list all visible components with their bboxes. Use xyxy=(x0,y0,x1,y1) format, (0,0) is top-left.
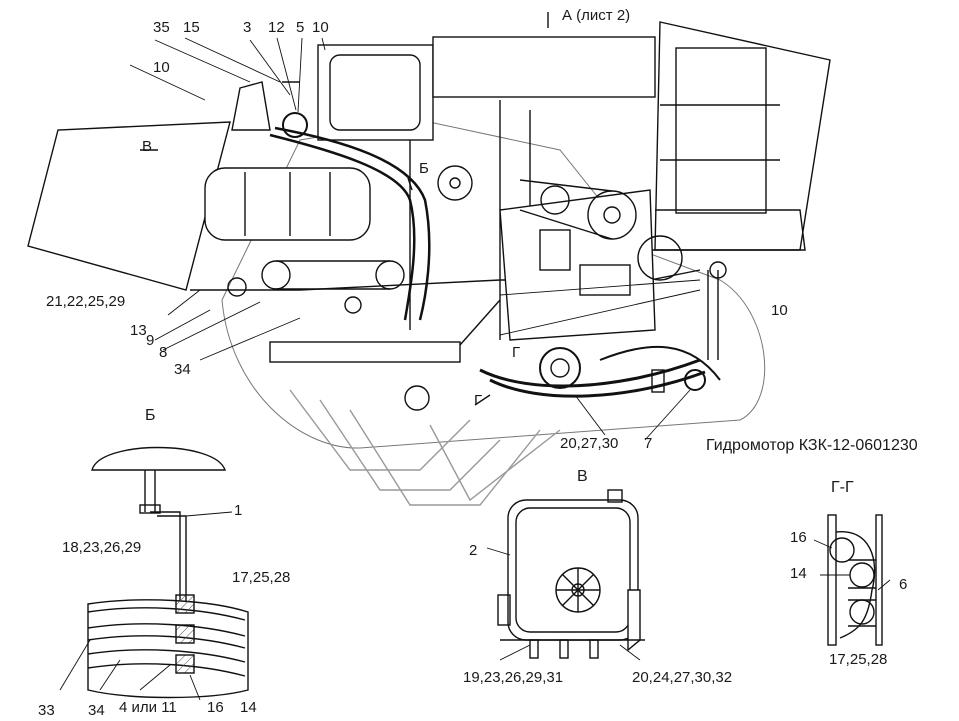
hose-3 xyxy=(479,358,701,388)
callout-16-gg: 16 xyxy=(790,529,807,546)
callout-21-22-25-29: 21,22,25,29 xyxy=(46,293,126,310)
pulley-9 xyxy=(344,296,362,314)
radiator xyxy=(317,44,434,141)
main-view-drawing xyxy=(27,12,831,506)
hose-2 xyxy=(274,126,431,321)
callout-10-top-right: 10 xyxy=(312,19,329,36)
callout-19-23-26-29-31: 19,23,26,29,31 xyxy=(463,669,564,686)
hose-1 xyxy=(269,133,416,321)
detail-b-drawing xyxy=(59,446,249,701)
callout-10-right: 10 xyxy=(771,302,788,319)
callout-14-gg: 14 xyxy=(790,565,807,582)
ghost-arrow-2 xyxy=(319,399,501,491)
pulley-7 xyxy=(637,235,683,281)
lower-frame xyxy=(269,341,461,363)
detail-b-title: Б xyxy=(145,407,156,424)
callout-12: 12 xyxy=(268,19,285,36)
detail-gg-drawing xyxy=(813,514,891,646)
callout-17-25-28-b: 17,25,28 xyxy=(232,569,291,586)
pulley-1 xyxy=(437,165,473,201)
fuel-tank xyxy=(204,167,371,241)
callout-17-25-28-gg: 17,25,28 xyxy=(829,651,888,668)
callout-6: 6 xyxy=(899,576,908,593)
pulley-3 xyxy=(540,185,570,215)
section-g-marker-1: Г xyxy=(512,344,521,361)
cabin xyxy=(654,21,831,251)
callout-14-b: 14 xyxy=(240,699,257,716)
upper-housing xyxy=(432,36,656,98)
callout-8: 8 xyxy=(159,344,168,361)
hydromotor-part xyxy=(684,369,706,391)
callout-10-left: 10 xyxy=(153,59,170,76)
pulley-6 xyxy=(227,277,247,297)
ref-sheet-label: А (лист 2) xyxy=(562,7,631,24)
callout-3: 3 xyxy=(243,19,252,36)
view-v-marker: В xyxy=(142,138,153,155)
callout-18-23-26-29: 18,23,26,29 xyxy=(62,539,142,556)
pump xyxy=(282,112,308,138)
callout-33: 33 xyxy=(38,702,55,719)
ghost-arrow-3 xyxy=(349,409,541,506)
pulley-8 xyxy=(404,385,430,411)
callout-1: 1 xyxy=(234,502,243,519)
clamp-ring-2 xyxy=(849,562,875,588)
hydromotor-label: Гидромотор КЗК-12-0601230 xyxy=(706,437,918,454)
callout-20-27-30: 20,27,30 xyxy=(560,435,619,452)
clamp-ring-3 xyxy=(849,599,875,625)
clamp-ring-1 xyxy=(829,537,855,563)
ghost-arrow-4 xyxy=(429,424,561,502)
detail-v-drawing xyxy=(486,489,645,661)
tank-body xyxy=(507,499,639,641)
callout-20-24-27-30-32: 20,24,27,30,32 xyxy=(632,669,733,686)
pulley-5 xyxy=(261,260,291,290)
callout-5: 5 xyxy=(296,19,305,36)
detail-gg-title: Г-Г xyxy=(831,479,854,496)
callout-7: 7 xyxy=(644,435,653,452)
detail-v-title: В xyxy=(577,468,588,485)
callout-13: 13 xyxy=(130,322,147,339)
callout-9: 9 xyxy=(146,332,155,349)
hub xyxy=(539,347,581,389)
callout-34-main: 34 xyxy=(174,361,191,378)
front-header xyxy=(27,121,231,291)
clamp-cap xyxy=(91,446,226,471)
body-silhouette xyxy=(221,119,766,449)
ghost-arrow-1 xyxy=(289,389,471,471)
section-b-marker: Б xyxy=(419,160,429,177)
callout-35: 35 xyxy=(153,19,170,36)
hose-4 xyxy=(489,370,706,398)
callout-16-b: 16 xyxy=(207,699,224,716)
callout-2: 2 xyxy=(469,542,478,559)
callout-34-b: 34 xyxy=(88,702,105,719)
callout-4-or-11: 4 или 11 xyxy=(119,699,177,716)
section-g-marker-2: Г xyxy=(474,392,483,409)
callout-15: 15 xyxy=(183,19,200,36)
oil-reservoir xyxy=(231,81,271,131)
